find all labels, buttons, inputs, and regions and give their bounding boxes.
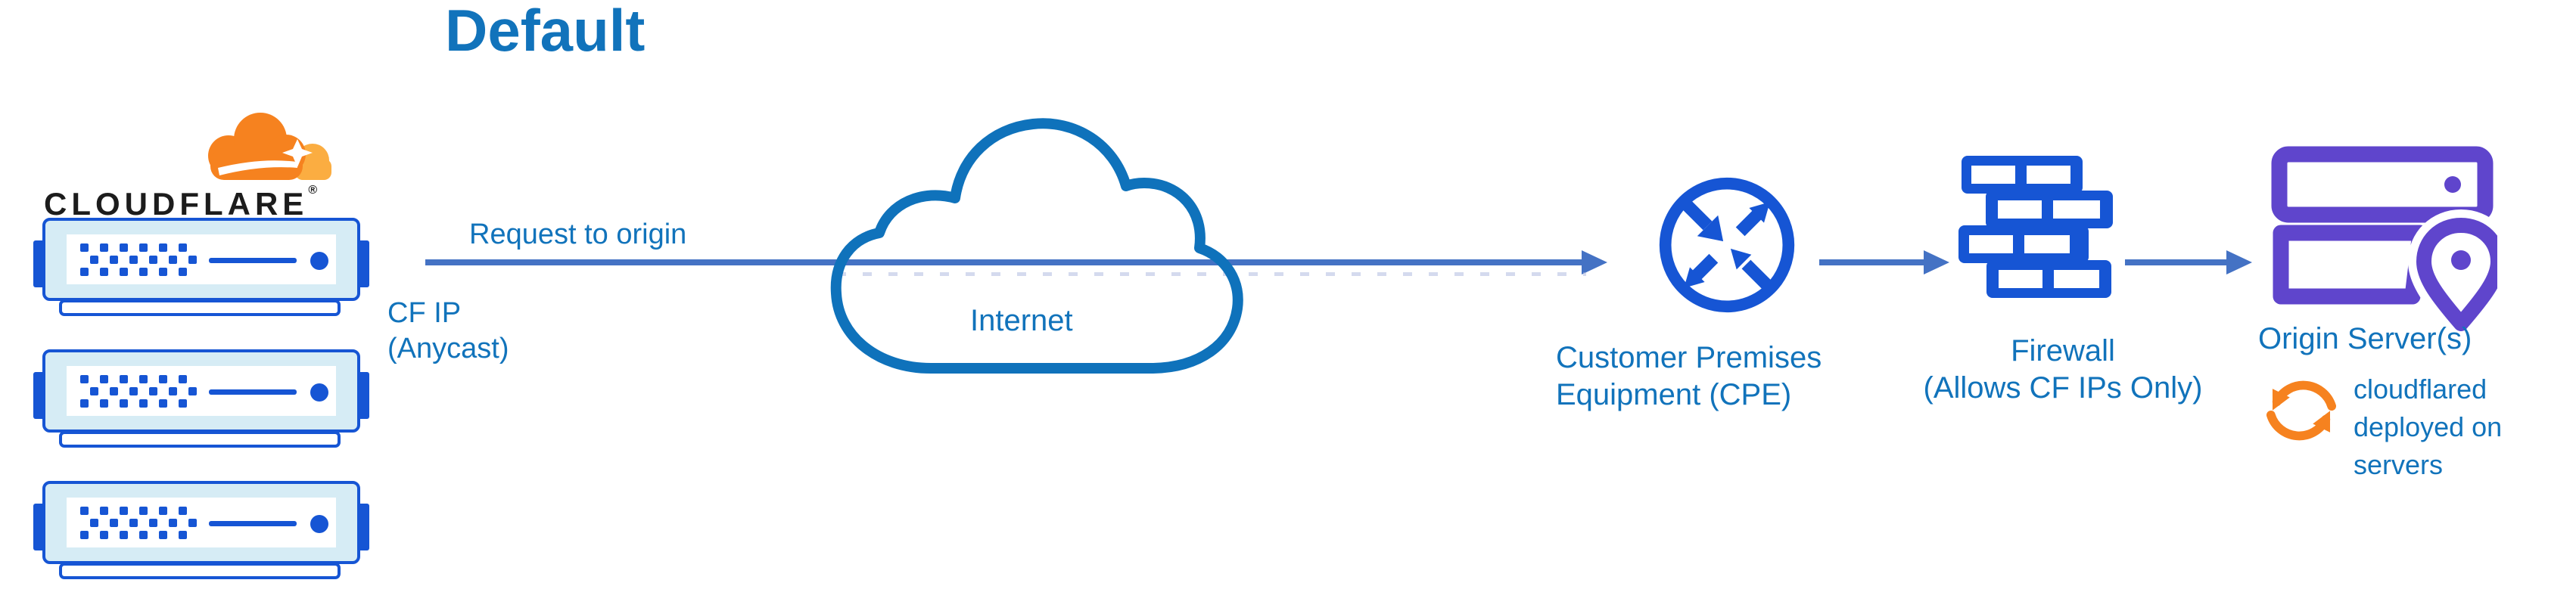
registered-mark: ® bbox=[308, 184, 318, 197]
edge-server-icon bbox=[33, 349, 369, 449]
firewall-label-line2: (Allows CF IPs Only) bbox=[1923, 371, 2203, 405]
internet-cloud-icon bbox=[817, 113, 1264, 377]
origin-servers-pin-icon bbox=[2270, 145, 2497, 333]
arrow-firewall-to-origin-line bbox=[2125, 259, 2226, 265]
internet-label: Internet bbox=[970, 304, 1073, 337]
cloudflare-cloud-logo bbox=[189, 110, 333, 180]
edge-server-icon bbox=[33, 218, 369, 318]
edge-server-icon bbox=[33, 481, 369, 581]
brick-wall-icon bbox=[1958, 156, 2113, 301]
faint-dashed-line bbox=[837, 272, 1586, 276]
arrow-edge-to-cpe-head bbox=[1582, 250, 1607, 274]
arrow-cpe-to-firewall-line bbox=[1819, 259, 1924, 265]
cloudflare-wordmark: CLOUDFLARE® bbox=[44, 184, 318, 222]
request-to-origin-label: Request to origin bbox=[469, 219, 687, 250]
arrow-cpe-to-firewall-head bbox=[1924, 250, 1949, 274]
arrow-firewall-to-origin-head bbox=[2226, 250, 2252, 274]
cpe-label: Customer Premises Equipment (CPE) bbox=[1556, 341, 1822, 411]
cf-ip-anycast-label: CF IP (Anycast) bbox=[387, 297, 509, 364]
router-arrows-icon bbox=[1652, 171, 1802, 319]
sync-arrows-icon bbox=[2257, 375, 2346, 446]
firewall-label: Firewall (Allows CF IPs Only) bbox=[1892, 333, 2234, 407]
cloudflared-note: cloudflared deployed on servers bbox=[2354, 374, 2503, 480]
page-title: Default bbox=[445, 0, 646, 64]
origin-servers-label: Origin Server(s) bbox=[2258, 322, 2472, 355]
arrow-edge-to-cpe-line bbox=[425, 259, 1582, 265]
firewall-label-line1: Firewall bbox=[2011, 334, 2115, 367]
